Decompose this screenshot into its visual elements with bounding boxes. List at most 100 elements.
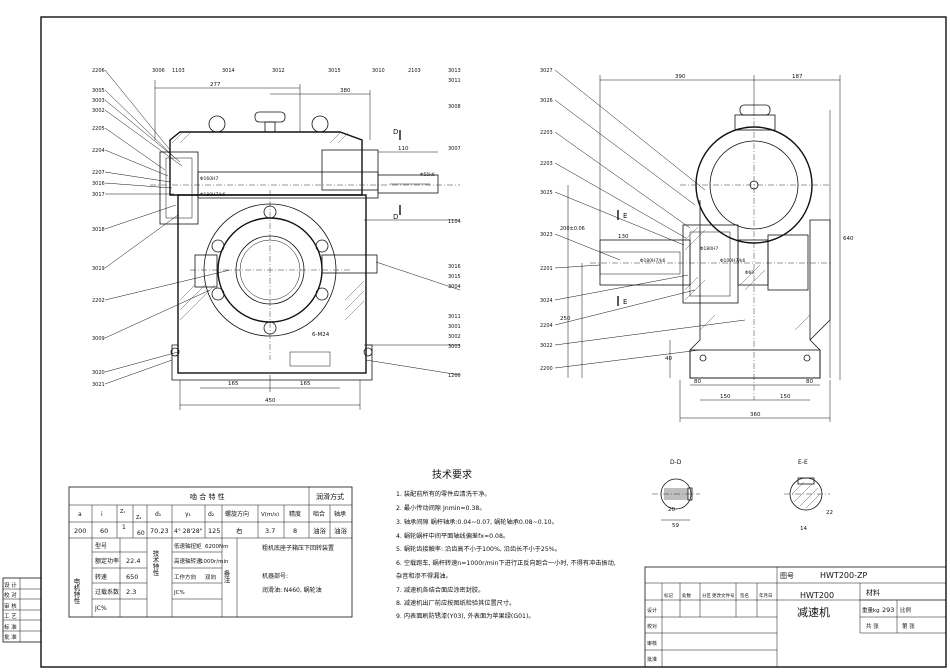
part-callout: 3001 [448,324,461,330]
col-d2: d₂ [208,511,215,518]
part-callout: 3013 [448,68,461,74]
motor-row-value: 22.4 [126,557,140,565]
fit-label: Φ180H7/k6 [640,258,666,264]
part-callout: 3003 [448,344,461,350]
val-precision: 8 [293,527,297,535]
motor-label: 电机特性 [72,577,80,606]
tech-item: 7. 减速机各结合面应涂密封胶。 [396,586,484,594]
rev-header: 标记 [664,592,673,599]
remark-line: 粗机底座子箱压下回转装置 [262,544,334,552]
lube-header: 润滑方式 [316,492,344,501]
part-callout: 2103 [408,68,421,74]
inner-annotations: Φ180H7/k6 Φ160H7 Φ55k6 Φ180H7/k6 Φ180H7 … [200,172,754,276]
section-e-mark: E [623,298,627,306]
part-callout: 2206 [92,68,105,74]
rev-header: 处数 [682,592,691,599]
val-z2: 60 [137,530,145,537]
tech-label: 技术特性 [151,549,159,578]
remark-line: 机器部号: [262,572,288,580]
role-label: 校对 [647,623,657,630]
part-callout: 3002 [448,334,461,340]
part-callout: 3017 [92,192,105,198]
part-callout: 3006 [152,68,165,74]
dim-187: 187 [792,74,803,80]
part-callout: 3016 [448,264,461,270]
weight-value: 293 [882,606,894,614]
part-callout: 2207 [92,170,105,176]
val-gamma: 4° 28'28" [174,528,203,535]
front-leaders-left [104,69,231,385]
part-callout: 3016 [92,181,105,187]
dim-165: 165 [300,381,311,387]
side-callouts: 3027 3026 2203 2203 3025 3023 2201 3024 … [540,68,553,372]
stamp-label: 设 计 [4,581,17,589]
dim-277: 277 [210,82,221,88]
val-z1: 1 [122,524,126,531]
stamp-label: 批 准 [4,633,17,641]
side-dimensions [567,75,841,422]
dim-150: 150 [780,394,791,400]
sheet-border [40,16,947,668]
rev-header: 签名 [740,592,749,599]
weight-label: 重量kg [862,606,880,614]
val-v: 3.7 [265,527,275,535]
section-dd [652,478,700,521]
tech-item: 1. 装配前所有的零件应清洗干净。 [396,490,491,498]
tech-item: 杂音和渗不得漏油。 [396,572,452,580]
section-d-mark: D [393,128,398,136]
rev-header: 分区 [702,592,711,599]
front-callouts-top: 3006 1103 3014 3012 3015 3010 2103 3013 … [152,68,461,152]
side-stamp: 设 计 校 对 审 核 工 艺 标 准 批 准 [4,581,17,641]
val-bearing: 油浴 [334,526,348,535]
col-d1: d₁ [155,511,162,518]
motor-row-label: 型号 [95,542,107,550]
dim-640: 640 [843,236,854,242]
col-z1: Z₁ [120,509,125,515]
tech-item: 2. 最小传动间隙 Jnmin=0.38。 [396,504,486,512]
part-callout: 3021 [92,382,105,388]
stamp-label: 审 核 [4,602,17,610]
val-d2: 125 [208,527,220,535]
front-callouts-left: 2206 3005 3003 3002 2205 2204 2207 3016 … [92,68,105,388]
part-callout: 3005 [92,88,105,94]
scale-label: 比例 [900,606,912,614]
part-callout: 3018 [92,227,105,233]
role-label: 审核 [647,640,657,647]
motor-row-label: JC% [94,605,107,612]
motor-row-label: 转速 [95,573,107,581]
tech-item: 3. 轴承间隙 蜗杆轴承:0.04~0.07, 蜗轮轴承0.08~0.10。 [396,518,558,526]
dim-40: 40 [665,356,672,362]
motor-row-label: 额定功率 [95,557,119,565]
side-stamp-frame [2,577,42,643]
val-d1: 70.23 [150,527,169,535]
tech-row-label: 工作方向 [174,573,196,581]
tech-item: 6. 空载跑车, 蜗杆转速n=1000r/min下进行正反向跑合一小时, 不得有… [396,559,616,567]
front-callouts-right: 1104 3016 3015 3004 3011 3001 3002 3003 … [448,219,461,379]
part-callout: 3003 [92,98,105,104]
motor-row-value: 650 [126,573,138,581]
sheet-of: 第 张 [902,622,915,630]
dim-ee-22: 22 [826,510,833,516]
dim-110: 110 [398,146,409,152]
side-leaders [554,69,746,369]
part-callout: 3025 [540,190,553,196]
section-ee [784,477,830,511]
stamp-label: 工 艺 [4,613,17,620]
drawing-no: HWT200-ZP [820,571,867,580]
dim-ee-14: 14 [800,526,807,532]
title-block: 图号 HWT200-ZP HWT200 减速机 材料 重量kg 293 比例 共… [647,571,915,663]
col-z2: Z₂ [136,515,141,521]
fit-label: Φ160H7 [200,176,219,182]
dim-80: 80 [806,379,813,385]
sheet-total: 共 张 [866,622,879,630]
part-callout: 3019 [92,266,105,272]
part-callout: 3026 [540,98,553,104]
section-d-mark: D [393,213,398,221]
fit-label: Φ55k6 [420,172,435,178]
dim-165: 165 [228,381,239,387]
col-v: V(m/s) [261,512,279,518]
col-hand: 螺旋方向 [225,510,249,518]
front-view [150,111,460,381]
front-dimensions [154,80,438,410]
part-callout: 3022 [540,343,553,349]
